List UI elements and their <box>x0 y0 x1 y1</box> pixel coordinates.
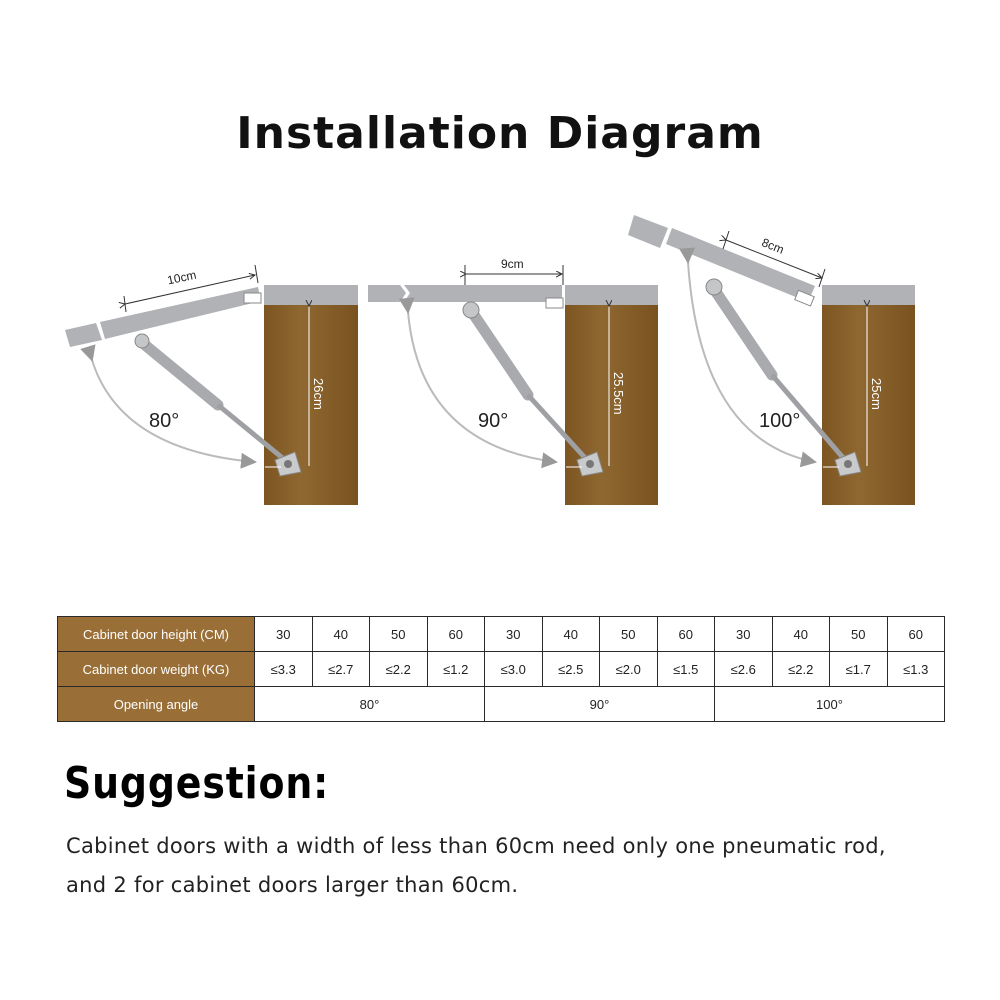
height-cell: 30 <box>484 616 543 652</box>
height-cell: 60 <box>886 616 945 652</box>
weight-row: Cabinet door weight (KG) ≤3.3 ≤2.7 ≤2.2 … <box>57 651 945 687</box>
weight-cell: ≤1.3 <box>886 651 945 687</box>
cabinet-door <box>100 287 261 339</box>
cabinet-height-label: 25cm <box>869 378 884 410</box>
lower-pivot <box>586 460 594 468</box>
diagram-90: 9cm 25.5cm 90° <box>368 257 658 505</box>
door-length-label: 10cm <box>166 268 198 288</box>
height-cell: 50 <box>599 616 658 652</box>
height-cell: 30 <box>254 616 313 652</box>
weight-cell: ≤2.0 <box>599 651 658 687</box>
weight-cell: ≤2.5 <box>541 651 600 687</box>
angle-cell: 90° <box>484 686 715 722</box>
weight-cell: ≤3.0 <box>484 651 543 687</box>
weight-cell: ≤1.7 <box>829 651 888 687</box>
angle-label: 100° <box>759 410 800 432</box>
height-cell: 40 <box>541 616 600 652</box>
row-header: Opening angle <box>57 686 255 722</box>
cabinet-top-panel <box>264 285 358 305</box>
door-length-label: 8cm <box>760 235 786 256</box>
row-header: Cabinet door weight (KG) <box>57 651 255 687</box>
hinge-plate <box>243 292 262 304</box>
weight-cell: ≤2.2 <box>771 651 830 687</box>
door-edge <box>65 323 102 347</box>
spec-table: Cabinet door height (CM) 30 40 50 60 30 … <box>57 616 945 722</box>
angle-row: Opening angle 80° 90° 100° <box>57 686 945 722</box>
upper-pivot <box>462 301 480 319</box>
weight-cell: ≤2.2 <box>369 651 428 687</box>
upper-pivot <box>134 333 150 349</box>
door-edge <box>368 285 406 302</box>
hinge-plate <box>545 297 564 309</box>
weight-cell: ≤1.5 <box>656 651 715 687</box>
door-edge <box>628 215 668 248</box>
installation-diagrams: 10cm 26cm 80° 9cm 25.5cm 90° <box>65 215 915 505</box>
upper-pivot <box>705 278 723 296</box>
lower-pivot <box>284 460 292 468</box>
door-length-label: 9cm <box>501 257 524 271</box>
cabinet-side-panel <box>264 302 358 505</box>
angle-cell: 80° <box>254 686 485 722</box>
door-length-dim <box>125 275 255 304</box>
row-header: Cabinet door height (CM) <box>57 616 255 652</box>
opening-arc <box>679 247 817 468</box>
height-row: Cabinet door height (CM) 30 40 50 60 30 … <box>57 616 945 652</box>
dim-tick <box>818 268 826 288</box>
weight-cell: ≤3.3 <box>254 651 313 687</box>
cabinet-height-label: 25.5cm <box>611 372 626 415</box>
dim-tick <box>722 230 730 250</box>
height-cell: 50 <box>369 616 428 652</box>
suggestion-line: Cabinet doors with a width of less than … <box>66 834 886 858</box>
dim-tick <box>254 264 259 284</box>
cabinet-top-panel <box>822 285 915 305</box>
height-cell: 40 <box>311 616 370 652</box>
cabinet-top-panel <box>565 285 658 305</box>
height-cell: 40 <box>771 616 830 652</box>
height-cell: 50 <box>829 616 888 652</box>
height-cell: 30 <box>714 616 773 652</box>
weight-cell: ≤2.6 <box>714 651 773 687</box>
height-cell: 60 <box>656 616 715 652</box>
weight-cell: ≤1.2 <box>426 651 485 687</box>
height-cell: 60 <box>426 616 485 652</box>
weight-cell: ≤2.7 <box>311 651 370 687</box>
cabinet-height-label: 26cm <box>311 378 326 410</box>
diagram-80: 10cm 26cm 80° <box>65 264 358 505</box>
suggestion-line: and 2 for cabinet doors larger than 60cm… <box>66 873 519 897</box>
page-title: Installation Diagram <box>236 108 764 159</box>
opening-arc <box>80 344 257 469</box>
cabinet-door <box>404 285 562 302</box>
gas-strut-body <box>710 286 778 381</box>
angle-label: 90° <box>478 410 508 432</box>
angle-cell: 100° <box>714 686 945 722</box>
angle-label: 80° <box>149 410 179 432</box>
gas-strut-body <box>468 309 534 401</box>
suggestion-heading: Suggestion: <box>64 758 330 809</box>
diagram-100: 8cm 25cm 100° <box>628 215 915 505</box>
cabinet-side-panel <box>822 302 915 505</box>
dim-tick <box>123 295 127 313</box>
lower-pivot <box>844 460 852 468</box>
gas-strut-body <box>139 339 224 411</box>
opening-arc <box>398 297 558 469</box>
